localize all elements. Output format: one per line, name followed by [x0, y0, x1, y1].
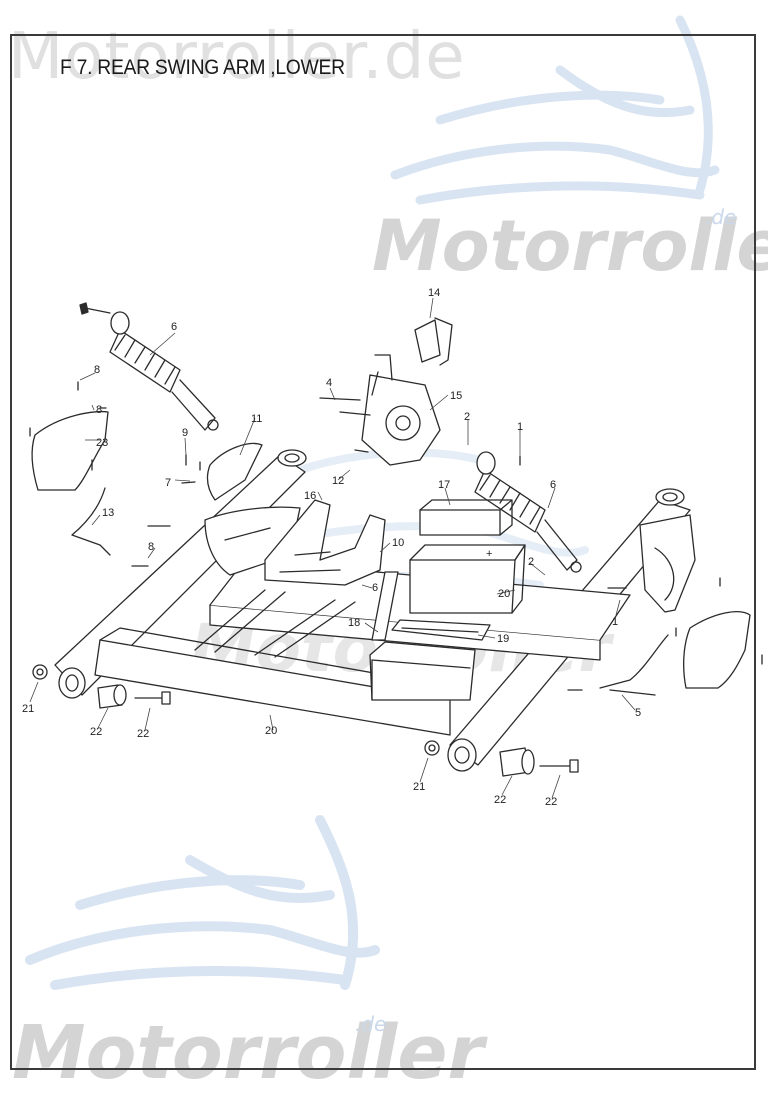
- callout-14: 16: [304, 490, 316, 502]
- callout-11: 13: [102, 507, 114, 519]
- watermark-bottom-suffix: .de: [355, 1012, 387, 1036]
- callout-21-left: 22: [90, 726, 102, 738]
- callout-1-right: 1: [612, 616, 618, 628]
- callout-labels: 6 6 8 8 23 13 8 9 7 11 14 4 15 2 1 12 17…: [22, 287, 641, 808]
- bolt-right: [539, 759, 579, 773]
- callout-22-right: 22: [545, 796, 557, 808]
- battery-tray: [369, 641, 476, 701]
- pivot-nut-left: [32, 664, 48, 680]
- callout-8-mid: 9: [182, 427, 188, 439]
- watermark-scooter-bottom: [25, 815, 380, 990]
- battery-pad: [391, 619, 491, 641]
- callout-21-right: 22: [494, 794, 506, 806]
- small-bolts: [29, 381, 763, 691]
- callout-18: 20: [498, 588, 510, 600]
- brake-cable-left: [71, 487, 111, 556]
- callout-17: 19: [497, 633, 509, 645]
- callout-2-top: 2: [464, 411, 470, 423]
- shock-absorber-left: [79, 302, 219, 431]
- watermark-bottom-text: Motorroller: [12, 1010, 484, 1096]
- cable-right: [599, 634, 669, 696]
- callout-12: 14: [428, 287, 440, 299]
- callout-20-right: 21: [413, 781, 425, 793]
- mudflap-left: [31, 410, 109, 491]
- callout-13: 15: [450, 390, 462, 402]
- bolt-left: [134, 691, 171, 705]
- callout-6-mid: 7: [165, 477, 171, 489]
- watermark-mid-text: Motorroller: [372, 205, 768, 287]
- callout-6-right: 6: [372, 582, 378, 594]
- callout-1-top: 1: [517, 421, 523, 433]
- leader-lines: [29, 297, 636, 799]
- callout-6-top: 8: [96, 404, 102, 416]
- callout-15: 17: [438, 479, 450, 491]
- callout-7: 8: [148, 541, 154, 553]
- watermark-mid-suffix: .de: [705, 205, 737, 229]
- battery-plus-terminal: +: [486, 548, 492, 560]
- callout-3-right: 6: [550, 479, 556, 491]
- watermark-top-text: Motorroller.de: [8, 20, 466, 94]
- brake-pads: [414, 317, 453, 366]
- callout-2-right: 2: [528, 556, 534, 568]
- bushing-right: [499, 747, 535, 777]
- callout-16: 18: [348, 617, 360, 629]
- battery: [419, 499, 513, 536]
- battery-rod: [371, 571, 399, 641]
- bracket-plate: [206, 442, 263, 501]
- callout-19: 20: [265, 725, 277, 737]
- bushing-left: [97, 684, 127, 709]
- swing-arm-frame: [54, 449, 696, 772]
- callout-8-right: 10: [392, 537, 404, 549]
- callout-9: 11: [251, 413, 262, 425]
- brake-caliper: [339, 354, 441, 466]
- callout-10: 12: [332, 475, 344, 487]
- diagram-frame: [10, 34, 756, 1070]
- callout-5: 5: [635, 707, 641, 719]
- callout-8-top: 8: [94, 364, 100, 376]
- callout-22-left: 22: [137, 728, 149, 740]
- diagram-title: F 7. REAR SWING ARM ,LOWER: [60, 56, 345, 79]
- callout-23: 23: [96, 437, 108, 449]
- battery-box: [409, 544, 526, 614]
- callout-3-left: 6: [171, 321, 177, 333]
- callout-20-left: 21: [22, 703, 34, 715]
- pivot-nut-right: [424, 740, 440, 756]
- mudflap-right: [683, 611, 751, 689]
- callout-4: 4: [326, 377, 332, 389]
